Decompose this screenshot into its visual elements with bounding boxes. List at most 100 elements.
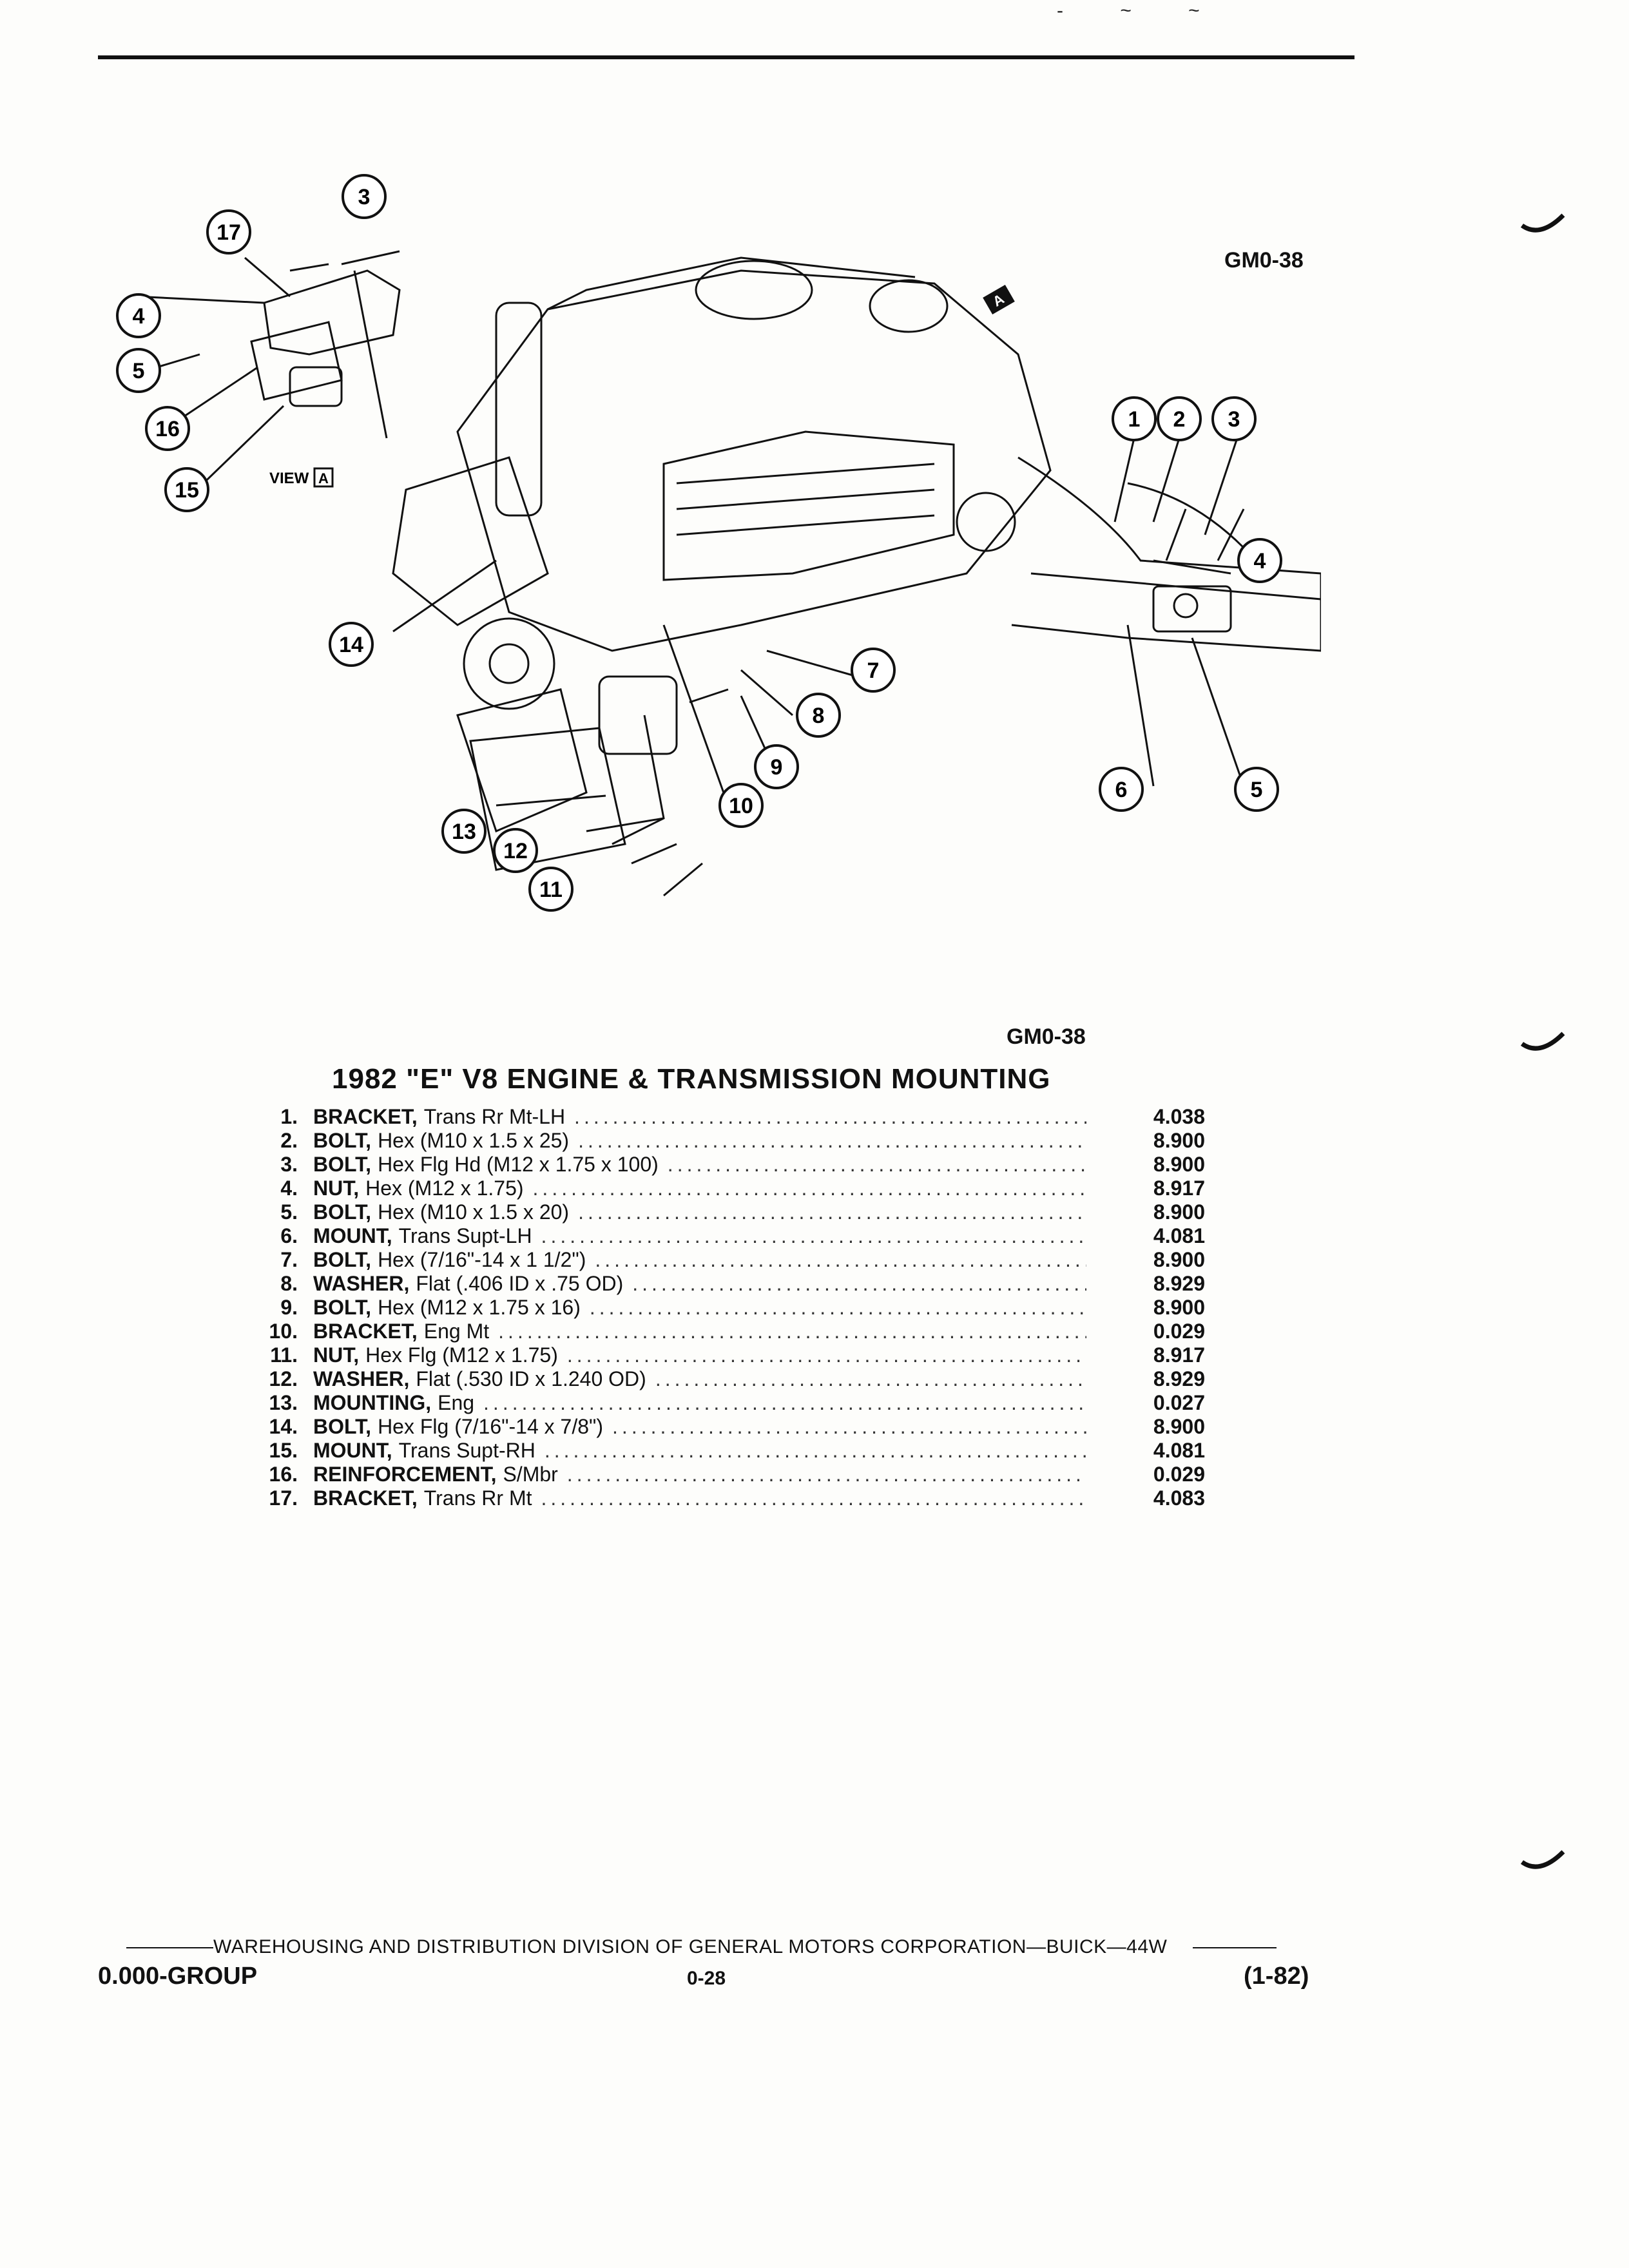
part-name: BOLT,: [313, 1153, 372, 1176]
footer-dash: [1193, 1947, 1277, 1949]
part-number: 17.: [269, 1486, 298, 1510]
callout-3: 3: [342, 174, 387, 219]
callout-4: 4: [116, 293, 161, 338]
part-row: 14. BOLT, Hex Flg (7/16"-14 x 7/8").......…: [238, 1415, 1205, 1439]
callout-5: 5: [116, 348, 161, 393]
figure-id-top: GM0-38: [1224, 248, 1304, 273]
callout-4: 4: [1237, 538, 1282, 583]
part-description: Hex Flg (M12 x 1.75): [365, 1343, 558, 1367]
part-group-code: 8.900: [1153, 1153, 1205, 1176]
part-group-code: 0.029: [1153, 1320, 1205, 1343]
callout-number: 10: [729, 794, 753, 818]
callout-number: 3: [358, 185, 371, 209]
header-rule: [98, 55, 1354, 59]
part-row: 3.BOLT,Hex Flg Hd (M12 x 1.75 x 100)....…: [238, 1153, 1205, 1177]
part-group-code: 8.929: [1153, 1367, 1205, 1390]
part-row: 16.REINFORCEMENT,S/Mbr..................…: [238, 1463, 1205, 1486]
callout-number: 1: [1128, 407, 1141, 432]
part-number: 9.: [280, 1296, 298, 1319]
leader-dots: ........................................…: [498, 1320, 1086, 1343]
part-name: BOLT,: [313, 1415, 372, 1438]
leader-dots: ........................................…: [578, 1200, 1086, 1224]
leader-dots: ........................................…: [578, 1129, 1086, 1152]
part-description: Hex (7/16"-14 x 1 1/2"): [378, 1248, 586, 1271]
callout-number: 16: [155, 417, 180, 441]
part-number: 11.: [270, 1343, 298, 1367]
part-group-code: 4.083: [1153, 1486, 1205, 1510]
callout-14: 14: [329, 622, 374, 667]
part-description: Flat (.530 ID x 1.240 OD): [416, 1367, 646, 1390]
callout-5: 5: [1234, 767, 1279, 812]
part-name: WASHER,: [313, 1367, 410, 1390]
callout-number: 9: [771, 755, 783, 780]
leader-dots: ........................................…: [595, 1248, 1086, 1271]
part-number: 5.: [280, 1200, 298, 1224]
callout-number: 11: [539, 878, 563, 902]
leader-dots: ........................................…: [541, 1486, 1086, 1510]
part-row: 15.MOUNT,Trans Supt-RH..................…: [238, 1439, 1205, 1463]
callout-2: 2: [1157, 396, 1202, 441]
part-number: 1.: [280, 1105, 298, 1128]
leader-dots: ........................................…: [655, 1367, 1086, 1390]
part-description: Eng Mt: [423, 1320, 490, 1343]
part-row: 8.WASHER,Flat (.406 ID x .75 OD)........…: [238, 1272, 1205, 1296]
leader-dots: ........................................…: [566, 1343, 1086, 1367]
callout-17: 17: [206, 209, 251, 255]
part-name: BRACKET,: [313, 1486, 418, 1510]
view-a-arrow: A: [983, 285, 1015, 314]
part-number: 3.: [280, 1153, 298, 1176]
callout-number: 13: [452, 820, 476, 844]
part-description: Eng: [438, 1391, 475, 1414]
part-name: BOLT,: [313, 1296, 372, 1319]
part-number: 14.: [269, 1415, 298, 1438]
part-group-code: 8.917: [1153, 1343, 1205, 1367]
margin-mark: [1521, 1032, 1565, 1051]
top-edge-marks: - ~ ~: [1057, 0, 1226, 21]
callout-7: 7: [851, 648, 896, 693]
margin-mark: [1521, 1850, 1565, 1869]
margin-mark: [1521, 213, 1565, 233]
footer-group: 0.000-GROUP: [98, 1963, 258, 1990]
part-name: WASHER,: [313, 1272, 410, 1295]
part-description: Trans Rr Mt-LH: [423, 1105, 566, 1128]
parts-title: 1982 "E" V8 ENGINE & TRANSMISSION MOUNTI…: [332, 1063, 1051, 1095]
part-group-code: 8.900: [1153, 1248, 1205, 1271]
part-name: REINFORCEMENT,: [313, 1463, 497, 1486]
part-row: 5.BOLT,Hex (M10 x 1.5 x 20).............…: [238, 1200, 1205, 1224]
part-description: Trans Supt-LH: [398, 1224, 532, 1247]
part-number: 12.: [269, 1367, 298, 1390]
part-number: 16.: [269, 1463, 298, 1486]
part-row: 12. WASHER, Flat (.530 ID x 1.240 OD).....…: [238, 1367, 1205, 1391]
part-group-code: 0.029: [1153, 1463, 1205, 1486]
part-description: Hex (M12 x 1.75 x 16): [378, 1296, 581, 1319]
view-letter-box: [313, 467, 334, 488]
callout-number: 3: [1228, 407, 1240, 432]
part-row: 13.MOUNTING,Eng.........................…: [238, 1391, 1205, 1415]
leader-dots: ........................................…: [544, 1439, 1086, 1462]
part-number: 6.: [280, 1224, 298, 1247]
leader-dots: ........................................…: [532, 1177, 1086, 1200]
part-group-code: 8.929: [1153, 1272, 1205, 1295]
part-description: Hex (M10 x 1.5 x 20): [378, 1200, 570, 1224]
part-row: 10. BRACKET,Eng Mt.......................…: [238, 1320, 1205, 1343]
callout-3: 3: [1211, 396, 1257, 441]
view-label: VIEW: [269, 470, 309, 487]
part-number: 10.: [269, 1320, 298, 1343]
leader-dots: ........................................…: [541, 1224, 1086, 1247]
part-number: 15.: [269, 1439, 298, 1462]
part-description: Flat (.406 ID x .75 OD): [416, 1272, 624, 1295]
callout-12: 12: [493, 828, 538, 873]
callout-number: 8: [813, 704, 825, 728]
footer-date: (1-82): [1244, 1963, 1309, 1990]
callout-number: 6: [1115, 778, 1128, 802]
part-name: BRACKET,: [313, 1320, 418, 1343]
part-description: Hex Flg (7/16"-14 x 7/8"): [378, 1415, 604, 1438]
part-name: BOLT,: [313, 1248, 372, 1271]
footer-page-number: 0-28: [687, 1968, 726, 1989]
leader-dots: ........................................…: [612, 1415, 1086, 1438]
callout-number: 4: [1254, 549, 1266, 573]
part-name: MOUNT,: [313, 1224, 392, 1247]
callout-16: 16: [145, 406, 190, 451]
